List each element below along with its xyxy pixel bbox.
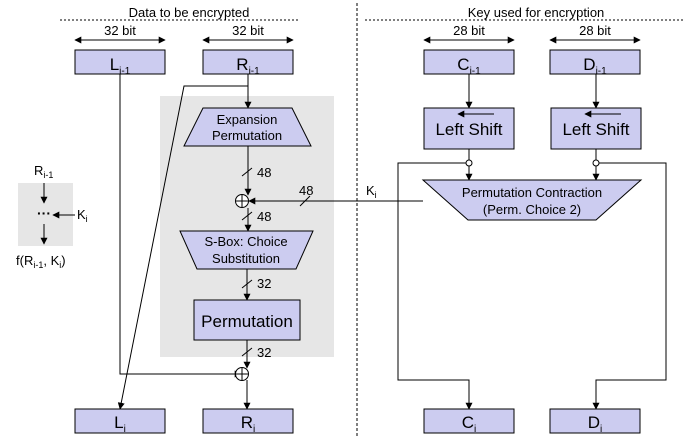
input-l-box [74, 49, 166, 75]
expansion-label-1: Expansion [217, 112, 278, 127]
legend-f: f(Ri-1, Ki) [16, 253, 66, 270]
r-to-l-out [117, 85, 248, 410]
bus-slash [241, 167, 253, 177]
left-shift-c-block [423, 107, 515, 150]
output-d-label: Di [588, 413, 603, 435]
bus-slash [241, 279, 253, 289]
expansion-label-2: Permutation [212, 128, 282, 143]
c-junction [465, 159, 473, 167]
c-bypass-to-output [397, 162, 473, 410]
d-bypass-to-output [592, 162, 667, 410]
bus-slash [241, 211, 253, 221]
permutation-label: Permutation [201, 312, 293, 331]
input-l-label: Li-1 [110, 55, 131, 77]
xor-icon [235, 367, 249, 381]
l-to-xor [119, 74, 242, 378]
bits-r: 32 bit [232, 23, 264, 38]
input-c-label: Ci-1 [457, 55, 481, 77]
bus-label-32-a: 32 [257, 276, 271, 291]
permutation-contraction-block [421, 179, 643, 221]
left-shift-d-label: Left Shift [562, 120, 629, 139]
output-c-box [423, 408, 515, 434]
bus-label-48-b: 48 [257, 209, 271, 224]
permutation-block [193, 299, 301, 341]
sbox-label-2: Substitution [212, 251, 280, 266]
bits-c: 28 bit [453, 23, 485, 38]
d-junction [592, 159, 600, 167]
bits-l: 32 bit [104, 23, 136, 38]
left-shift-d-block [550, 107, 642, 150]
legend-dots: ··· [37, 205, 51, 221]
legend-r: Ri-1 [34, 163, 53, 180]
input-c-box [423, 49, 515, 75]
input-r-box [202, 49, 294, 75]
output-l-box [74, 408, 166, 434]
header-data: Data to be encrypted [129, 5, 250, 20]
output-d-box [549, 408, 641, 434]
bus-slash [299, 195, 311, 207]
output-c-label: Ci [462, 413, 477, 435]
output-r-label: Ri [241, 413, 256, 435]
contraction-label-2: (Perm. Choice 2) [483, 202, 581, 217]
input-r-label: Ri-1 [236, 55, 260, 77]
key-label: Ki [366, 183, 377, 200]
bus-label-48-a: 48 [257, 165, 271, 180]
expansion-permutation-block [183, 107, 312, 147]
header-key: Key used for encryption [468, 5, 605, 20]
bus-label-32-b: 32 [257, 345, 271, 360]
output-l-label: Li [114, 413, 126, 435]
bus-label-48-key: 48 [299, 183, 313, 198]
sbox-label-1: S-Box: Choice [204, 234, 287, 249]
contraction-label-1: Permutation Contraction [462, 185, 602, 200]
legend-k: Ki [77, 207, 88, 224]
bits-d: 28 bit [579, 23, 611, 38]
input-d-box [549, 49, 641, 75]
xor-icon [235, 194, 249, 208]
sbox-block [179, 230, 314, 270]
bus-slash [241, 347, 253, 357]
left-shift-c-label: Left Shift [435, 120, 502, 139]
input-d-label: Di-1 [583, 55, 607, 77]
